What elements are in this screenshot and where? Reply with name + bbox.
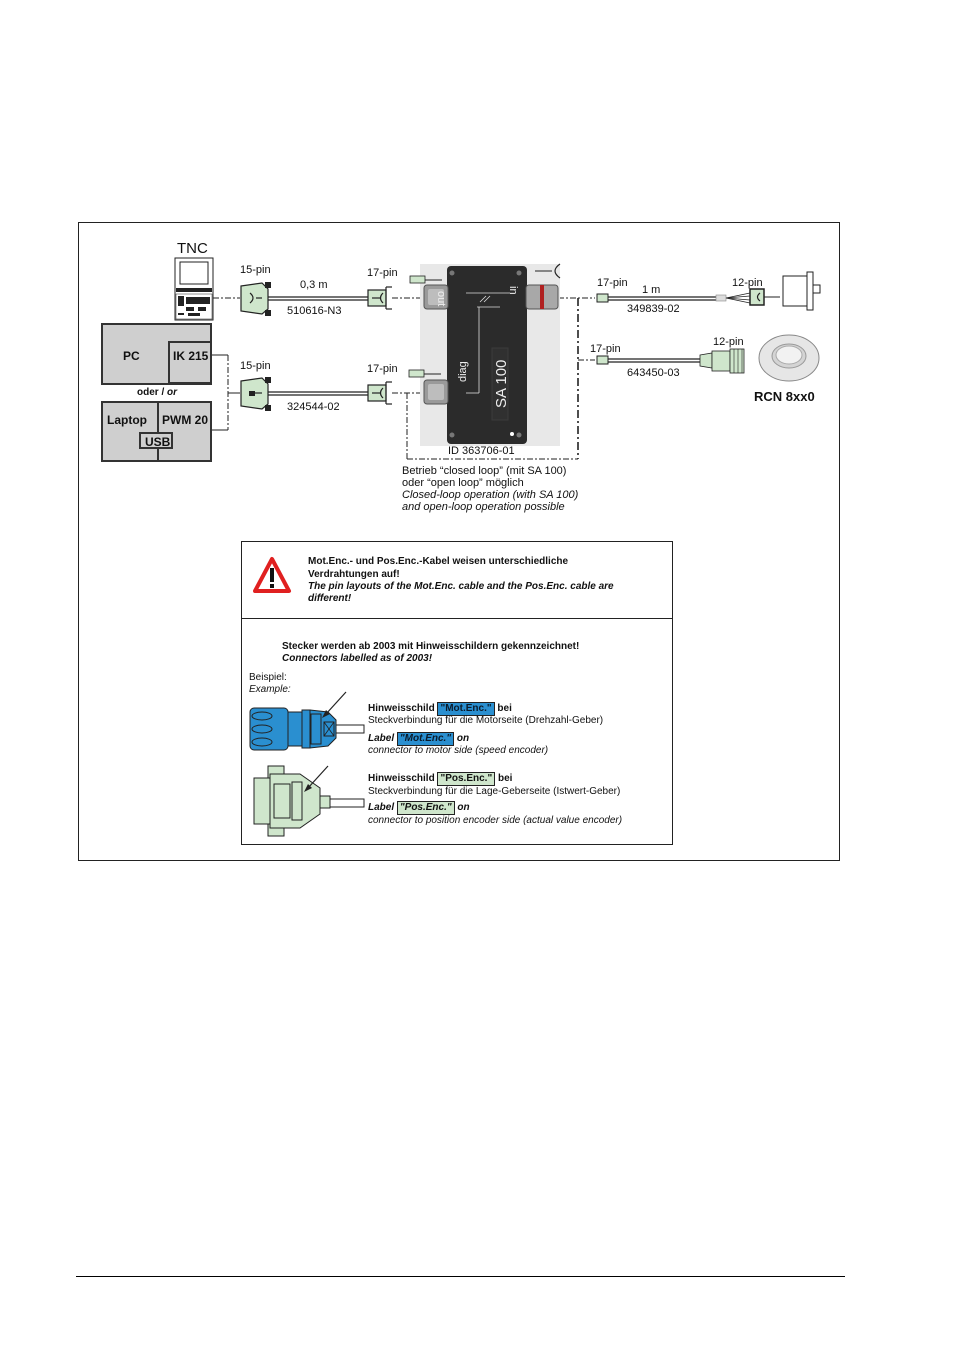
operation-en-1: Closed-loop operation (with SA 100) — [402, 489, 579, 501]
mot-enc-suffix-de: bei — [497, 703, 512, 714]
note-divider — [242, 618, 672, 619]
labelling-heading-en: Connectors labelled as of 2003! — [282, 653, 433, 664]
warning-en-1: The pin layouts of the Mot.Enc. cable an… — [308, 581, 614, 592]
rcn-encoder-icon — [758, 334, 820, 382]
example-en: Example: — [249, 684, 291, 695]
pos-enc-line-de: Hinweisschild "Pos.Enc." bei — [368, 772, 512, 786]
mot-enc-prefix-en: Label — [368, 733, 395, 744]
top-cable-id: 510616-N3 — [287, 305, 342, 317]
mot-enc-plug-icon — [249, 691, 365, 751]
bottom-cable-id: 324544-02 — [287, 401, 340, 413]
sa100-id: ID 363706-01 — [448, 445, 515, 457]
pos-enc-suffix-en: on — [457, 802, 470, 813]
pwm20-label: PWM 20 — [162, 413, 209, 427]
rcn-cable-id: 643450-03 — [627, 367, 680, 379]
mot-enc-desc-de: Steckverbindung für die Motorseite (Dreh… — [368, 715, 604, 726]
cap-icon — [554, 263, 561, 279]
tnc-label: TNC — [177, 240, 208, 257]
motor-17pin-label: 17-pin — [597, 277, 628, 289]
mot-enc-line-en: Label "Mot.Enc." on — [368, 732, 469, 746]
top-17pin-connector — [367, 286, 392, 310]
oder-text: oder — [137, 387, 159, 398]
operation-en-2: and open-loop operation possible — [402, 501, 565, 513]
plug-icon — [409, 275, 426, 284]
top-15pin-label: 15-pin — [240, 264, 271, 276]
top-15pin-connector — [240, 282, 271, 316]
pos-enc-prefix-de: Hinweisschild — [368, 773, 435, 784]
warning-en-2: different! — [308, 593, 352, 604]
laptop-box: Laptop — [101, 401, 159, 462]
plug-icon — [408, 369, 425, 378]
figure-frame — [78, 222, 840, 861]
pos-enc-line-en: Label "Pos.Enc." on — [368, 801, 470, 815]
bottom-15pin-label: 15-pin — [240, 360, 271, 372]
rcn-12pin-label: 12-pin — [713, 336, 744, 348]
pos-enc-desc-de: Steckverbindung für die Lage-Geberseite … — [368, 786, 621, 797]
mot-enc-tag-en: "Mot.Enc." — [396, 732, 455, 746]
wiring-diagram — [174, 257, 821, 460]
sa100-port-out: out — [435, 291, 447, 307]
sa100-adapter — [420, 264, 560, 446]
laptop-label: Laptop — [107, 413, 147, 427]
motor-cable-length: 1 m — [642, 284, 661, 296]
footer-rule — [76, 1276, 845, 1277]
usb-label: USB — [145, 435, 171, 449]
ik215-box: IK 215 — [168, 341, 212, 384]
example-de: Beispiel: — [249, 672, 287, 683]
pos-enc-tag-en: "Pos.Enc." — [396, 801, 455, 815]
connector-note-box: Mot.Enc.- und Pos.Enc.-Kabel weisen unte… — [241, 541, 673, 845]
operation-de-2: oder “open loop” möglich — [402, 477, 524, 489]
rcn-label: RCN 8xx0 — [754, 389, 815, 404]
warning-de-1: Mot.Enc.- und Pos.Enc.-Kabel weisen unte… — [308, 556, 569, 567]
warning-icon — [253, 557, 291, 593]
rcn-17pin-label: 17-pin — [590, 343, 621, 355]
mot-enc-desc-en: connector to motor side (speed encoder) — [368, 745, 549, 756]
mot-enc-prefix-de: Hinweisschild — [368, 703, 435, 714]
pos-enc-desc-en: connector to position encoder side (actu… — [368, 815, 623, 826]
or-text: or — [167, 387, 178, 398]
pwm20-box: PWM 20 — [157, 401, 212, 462]
ik215-label: IK 215 — [173, 349, 209, 363]
motor-cable — [596, 288, 780, 306]
top-cable-length: 0,3 m — [300, 279, 328, 291]
rcn-cable — [596, 348, 745, 374]
sa100-port-in: in — [507, 286, 519, 295]
oder-or-label: oder / or — [137, 387, 178, 398]
motor-encoder-icon — [782, 271, 821, 311]
sa100-port-diag: diag — [457, 361, 469, 382]
usb-box: USB — [139, 432, 173, 449]
mot-enc-tag-de: "Mot.Enc." — [437, 702, 495, 716]
bottom-17pin-label: 17-pin — [367, 363, 398, 375]
labelling-heading-de: Stecker werden ab 2003 mit Hinweisschild… — [282, 641, 580, 652]
pc-label: PC — [123, 349, 140, 363]
pos-enc-tag-de: "Pos.Enc." — [437, 772, 496, 786]
warning-de-2: Verdrahtungen auf! — [308, 569, 400, 580]
pos-enc-prefix-en: Label — [368, 802, 395, 813]
mot-enc-line-de: Hinweisschild "Mot.Enc." bei — [368, 702, 512, 716]
bottom-15pin-connector — [240, 377, 271, 411]
motor-12pin-label: 12-pin — [732, 277, 763, 289]
bottom-17pin-connector — [367, 381, 392, 405]
motor-cable-id: 349839-02 — [627, 303, 680, 315]
sa100-name: SA 100 — [493, 359, 510, 408]
operation-de-1: Betrieb “closed loop” (mit SA 100) — [402, 465, 567, 477]
pos-enc-plug-icon — [253, 765, 365, 837]
mot-enc-suffix-en: on — [456, 733, 470, 744]
pos-enc-suffix-de: bei — [497, 773, 513, 784]
tnc-control-icon — [174, 257, 214, 321]
top-17pin-label: 17-pin — [367, 267, 398, 279]
